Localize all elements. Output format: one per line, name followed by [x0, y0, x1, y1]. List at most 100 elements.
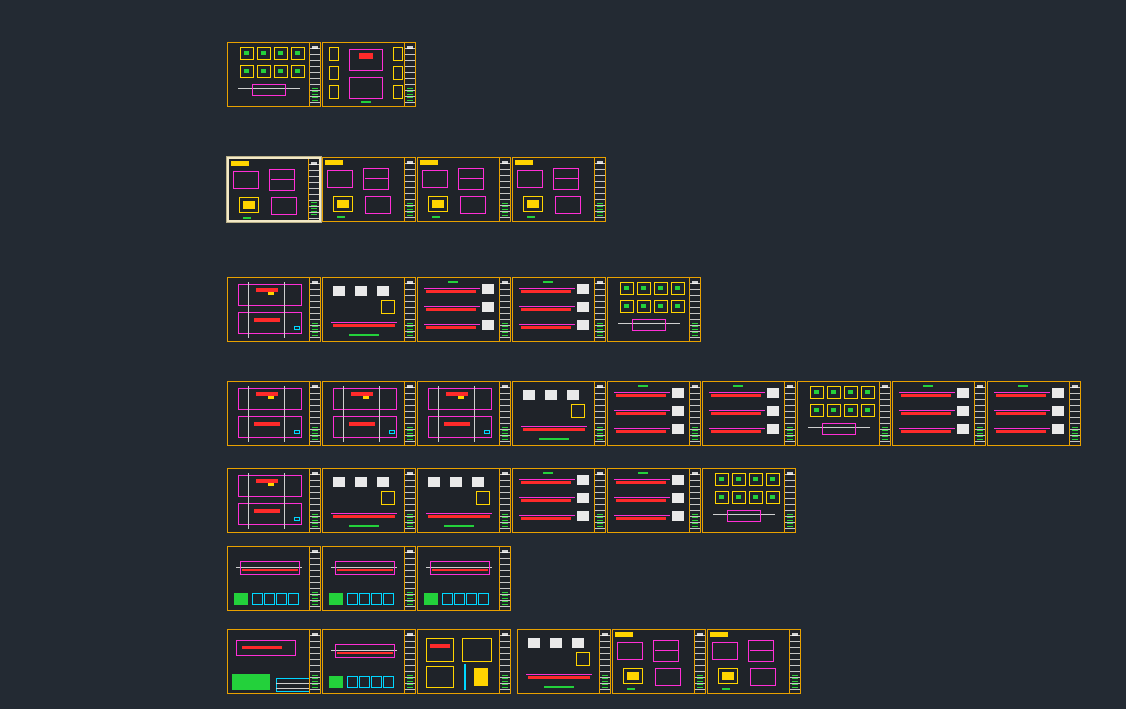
detail-mark: [244, 69, 249, 73]
dimension-line: [238, 88, 300, 89]
note-box: [389, 430, 395, 434]
detail-mark: [641, 304, 646, 308]
drawing-sheet[interactable]: [322, 381, 416, 446]
title-block: [689, 278, 700, 341]
drawing-sheet[interactable]: [322, 629, 416, 694]
section-line: [331, 567, 397, 568]
drawing-sheet[interactable]: [227, 42, 321, 107]
detail-section: [767, 388, 779, 398]
label-mark: [349, 334, 379, 336]
drawing-sheet[interactable]: [417, 546, 511, 611]
title-block: [689, 382, 700, 445]
detail-frame: [620, 282, 634, 295]
title-block: [689, 469, 700, 532]
detail-section: [577, 320, 589, 330]
drawing-sheet[interactable]: [322, 546, 416, 611]
drawing-sheet[interactable]: [702, 381, 796, 446]
drawing-sheet[interactable]: [417, 468, 511, 533]
detail-box: [264, 593, 275, 605]
title-block: [499, 382, 510, 445]
title-block: [308, 159, 319, 220]
drawing-sheet[interactable]: [512, 277, 606, 342]
drawing-sheet[interactable]: [512, 468, 606, 533]
beam-fill: [337, 652, 393, 654]
drawing-sheet[interactable]: [512, 381, 606, 446]
drawing-sheet[interactable]: [227, 381, 321, 446]
stair-section: [750, 668, 776, 686]
landing-frame: [428, 196, 448, 212]
drawing-sheet[interactable]: [322, 468, 416, 533]
title-block: [404, 158, 415, 221]
label-mark: [448, 281, 458, 283]
beam-fill: [333, 515, 395, 518]
beam-fill: [523, 428, 585, 431]
detail-frame: [827, 386, 841, 399]
drawing-sheet[interactable]: [612, 629, 706, 694]
label-mark: [544, 686, 574, 688]
section-outline: [430, 561, 490, 575]
drawing-sheet[interactable]: [517, 629, 611, 694]
detail-frame: [861, 386, 875, 399]
detail-section: [572, 638, 584, 648]
detail-mark: [658, 304, 663, 308]
label-mark: [527, 216, 535, 218]
title-block-label: [325, 160, 343, 165]
beam-fill: [996, 394, 1046, 397]
beam-line: [519, 324, 575, 325]
landing-frame: [623, 668, 643, 684]
detail-frame: [381, 300, 395, 314]
drawing-sheet[interactable]: [512, 157, 606, 222]
drawing-sheet[interactable]: [702, 468, 796, 533]
detail-mark: [814, 408, 819, 412]
title-block: [404, 278, 415, 341]
drawing-sheet[interactable]: [707, 629, 801, 694]
drawing-sheet-selected[interactable]: [227, 157, 321, 222]
landing-frame: [333, 196, 353, 212]
plan-fill: [359, 53, 373, 59]
beam-line: [994, 428, 1050, 429]
drawing-sheet[interactable]: [607, 468, 701, 533]
beam-fill: [528, 676, 590, 679]
drawing-sheet[interactable]: [892, 381, 986, 446]
drawing-sheet[interactable]: [417, 157, 511, 222]
label-mark: [543, 281, 553, 283]
beam-line: [424, 324, 480, 325]
title-block: [404, 630, 415, 693]
drawing-sheet[interactable]: [607, 277, 701, 342]
detail-frame: [257, 47, 271, 60]
drawing-sheet[interactable]: [797, 381, 891, 446]
drawing-sheet[interactable]: [322, 42, 416, 107]
drawing-sheet[interactable]: [227, 546, 321, 611]
drawing-sheet[interactable]: [227, 629, 321, 694]
title-block: [499, 158, 510, 221]
plan-outline: [236, 640, 296, 656]
beam-fill: [521, 326, 571, 329]
beam-line: [519, 479, 575, 480]
detail-frame: [393, 47, 403, 61]
beam-line: [614, 479, 670, 480]
grid-line: [284, 282, 285, 338]
drawing-sheet[interactable]: [322, 277, 416, 342]
drawing-sheet[interactable]: [227, 277, 321, 342]
drawing-sheet[interactable]: [227, 468, 321, 533]
detail-mark: [624, 286, 629, 290]
detail-frame: [393, 66, 403, 80]
drawing-sheet[interactable]: [417, 381, 511, 446]
drawing-sheet[interactable]: [417, 629, 511, 694]
beam-line: [709, 428, 765, 429]
drawing-sheet[interactable]: [987, 381, 1081, 446]
elevation-frame: [462, 638, 492, 662]
label-mark: [638, 385, 648, 387]
detail-section: [672, 475, 684, 485]
detail-frame: [715, 491, 729, 504]
detail-box: [347, 593, 358, 605]
legend-box: [234, 593, 248, 605]
detail-frame: [861, 404, 875, 417]
drawing-sheet[interactable]: [322, 157, 416, 222]
title-block: [404, 382, 415, 445]
drawing-sheet[interactable]: [417, 277, 511, 342]
drawing-sheet[interactable]: [607, 381, 701, 446]
title-block: [309, 43, 320, 106]
title-block: [784, 469, 795, 532]
